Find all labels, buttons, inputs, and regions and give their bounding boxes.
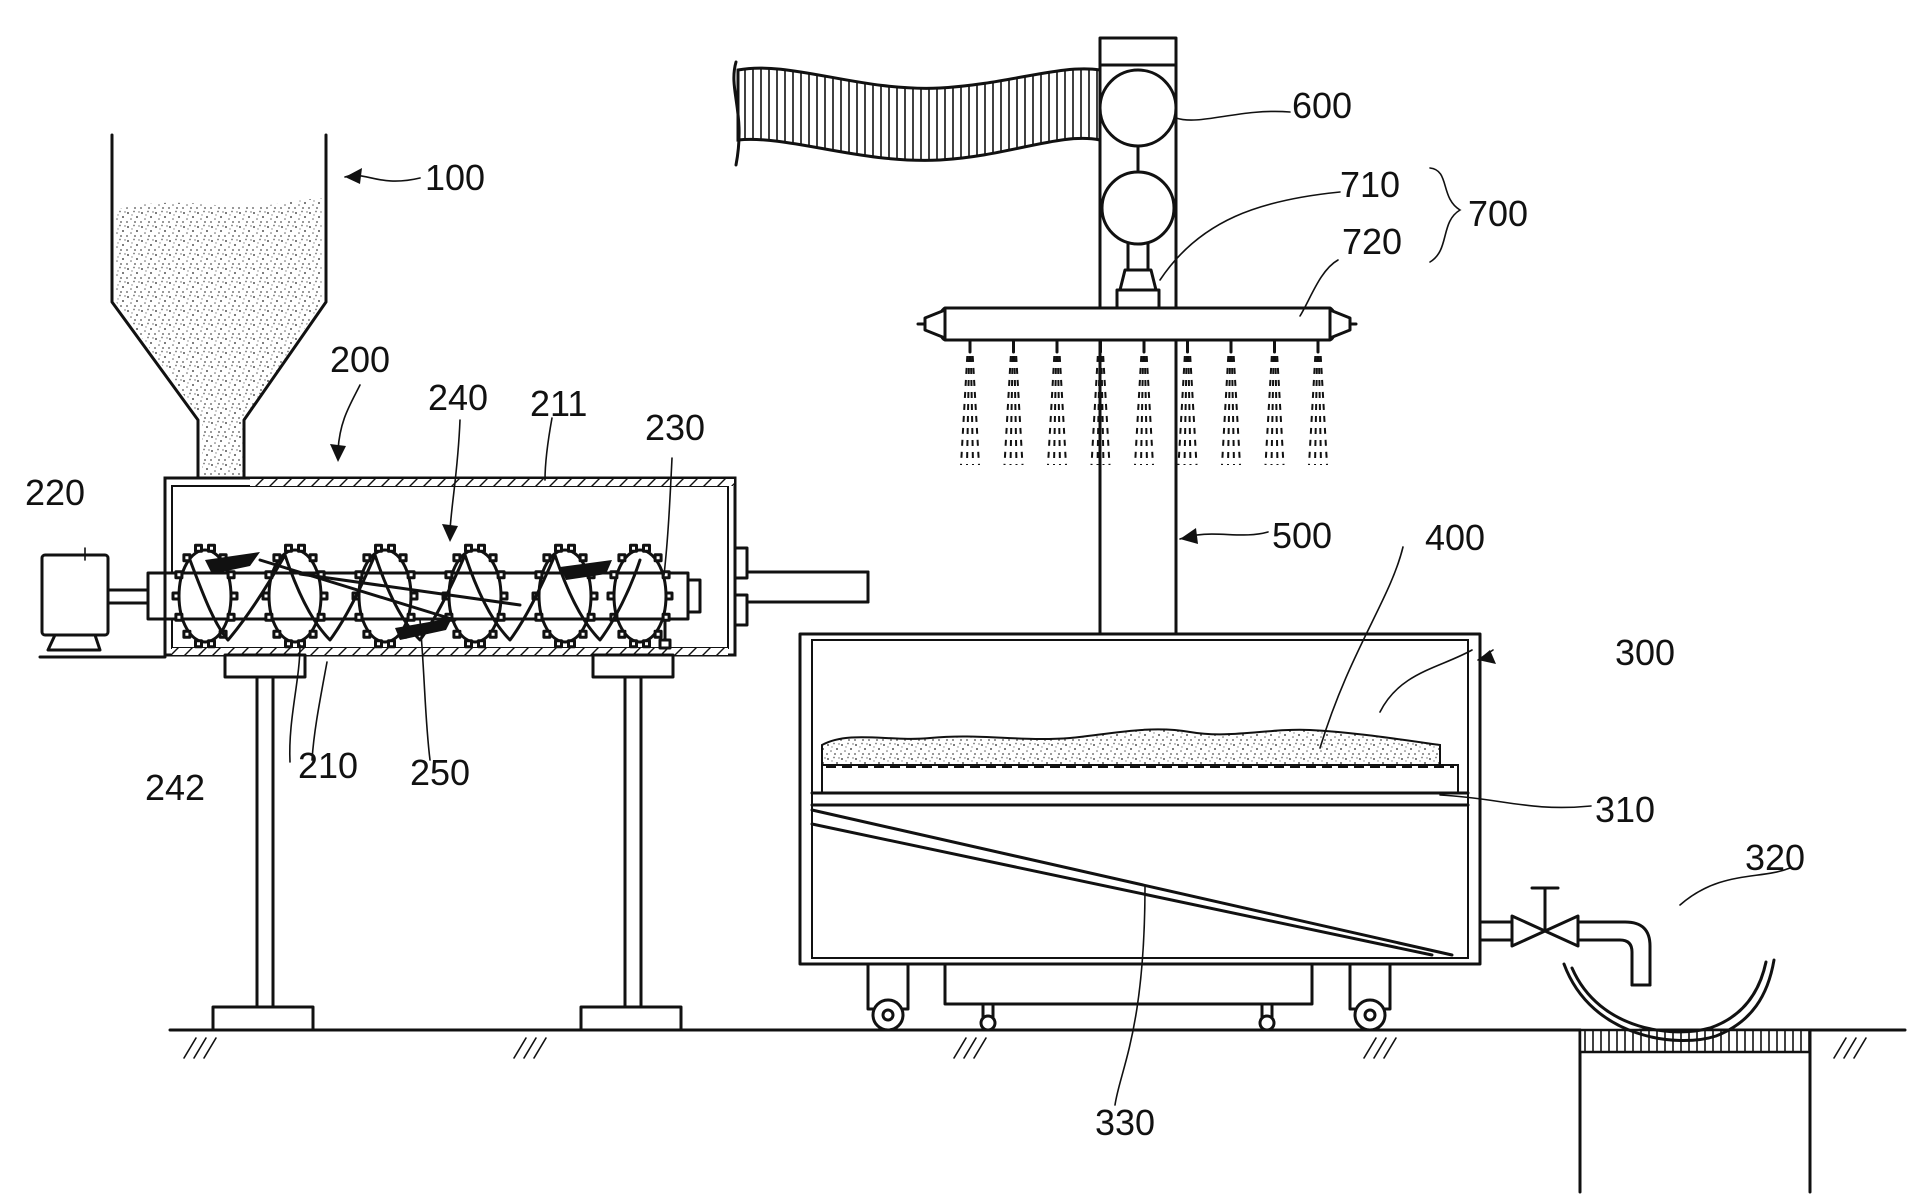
spray-header [916,306,1358,466]
spray-nozzle [960,338,980,466]
reinforcing-band [205,552,612,640]
label-barrel-upper: 211 [530,383,587,424]
label-motor: 220 [25,472,85,513]
conveyor-belt [732,60,1102,167]
spray-nozzle [1134,338,1154,466]
hopper [110,133,328,480]
label-nozzle-coupling: 710 [1340,164,1400,205]
label-spray-header: 720 [1342,221,1402,262]
label-barrel-lower: 210 [298,745,358,786]
label-column: 500 [1272,515,1332,556]
label-granules: 400 [1425,517,1485,558]
spray-nozzle [1177,338,1198,466]
label-shaft: 230 [645,407,705,448]
spray-nozzle [1221,338,1241,466]
label-hopper: 100 [425,157,485,198]
screw-flight [606,543,674,649]
label-nozzle-unit-group: 700 [1468,193,1528,234]
spray-nozzle [1003,338,1024,466]
spray-nozzle [1264,338,1285,466]
screw-flight [531,543,599,649]
label-drain-valve: 320 [1745,837,1805,878]
leader-lines [84,110,1791,1106]
label-screw-element: 242 [145,767,205,808]
spray-nozzle [1308,338,1328,466]
drain-pit [1578,1028,1812,1194]
drain-valve [1478,886,1776,1042]
label-extruder: 200 [330,339,390,380]
label-vessel: 300 [1615,632,1675,673]
screw-assembly [146,543,702,650]
reference-labels: 100 200 240 211 230 220 242 210 250 600 … [25,85,1805,1143]
label-roller: 600 [1292,85,1352,126]
extruder-barrel [163,476,870,657]
label-mesh-plate: 310 [1595,789,1655,830]
motor [38,553,167,659]
label-band: 250 [410,752,470,793]
screw-flight-path [188,553,642,642]
vessel [798,632,1482,966]
label-inclined-floor: 330 [1095,1102,1155,1143]
vessel-cart [866,962,1392,1032]
extruder-stand [211,653,683,1032]
spray-nozzle [1047,338,1067,466]
spray-nozzle [1090,338,1111,466]
label-screw: 240 [428,377,488,418]
